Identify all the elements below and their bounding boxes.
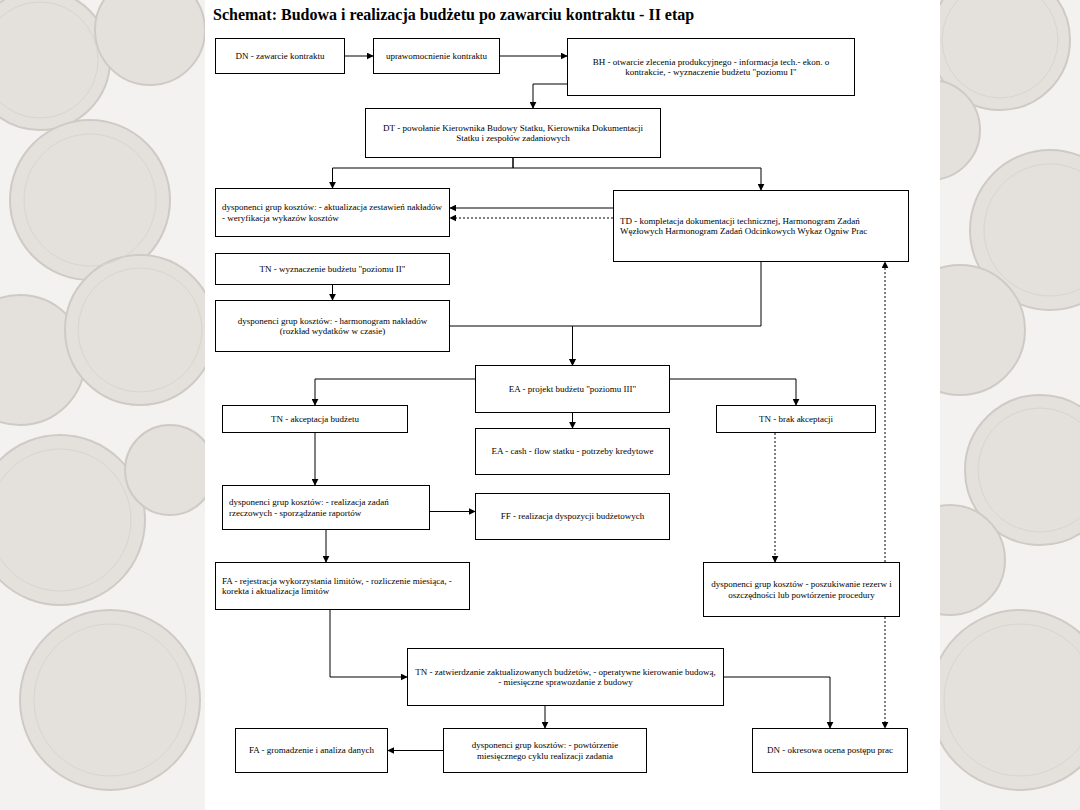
- flow-arrow: [388, 750, 443, 751]
- box-text: BH - otwarcie zlecenia produkcyjnego - i…: [574, 57, 848, 78]
- flow-arrow: [573, 262, 762, 365]
- process-box: TD - kompletacja dokumentacji techniczne…: [613, 190, 909, 262]
- flow-arrow: [330, 610, 407, 677]
- box-text: FA - gromadzenie i analiza danych: [242, 745, 381, 755]
- process-box: TN - brak akceptacji: [716, 405, 876, 433]
- dotted-flow-arrow: [450, 218, 613, 219]
- flow-arrow: [345, 56, 373, 57]
- box-text: dysponenci grup kosztów: - harmonogram n…: [222, 316, 443, 337]
- process-box: FF - realizacja dyspozycji budżetowych: [475, 493, 670, 540]
- box-text: uprawomocnienie kontraktu: [380, 51, 493, 61]
- flow-arrow: [326, 530, 327, 562]
- flow-arrow: [315, 379, 475, 405]
- flow-arrow: [430, 511, 475, 512]
- process-box: TN - zatwierdzanie zaktualizowanych budż…: [407, 648, 724, 706]
- flow-arrow: [545, 706, 546, 728]
- process-box: FA - rejestracja wykorzystania limitów, …: [215, 562, 470, 610]
- flow-arrow: [513, 158, 761, 190]
- diagram-title: Schemat: Budowa i realizacja budżetu po …: [213, 6, 694, 24]
- process-box: EA - projekt budżetu "poziomu III": [475, 365, 670, 413]
- box-text: TN - zatwierdzanie zaktualizowanych budż…: [414, 667, 717, 688]
- process-box: TN - akceptacja budżetu: [222, 405, 408, 433]
- box-text: DT - powołanie Kierownika Budowy Statku,…: [372, 123, 654, 144]
- flow-arrow: [724, 677, 830, 728]
- process-box: EA - cash - flow statku - potrzeby kredy…: [475, 428, 670, 475]
- box-text: EA - cash - flow statku - potrzeby kredy…: [482, 446, 663, 456]
- process-box: dysponenci grup kosztów: - realizacja za…: [222, 485, 430, 530]
- box-text: dysponenci grup kosztów - poszukiwanie r…: [710, 579, 893, 600]
- flow-arrow: [450, 326, 573, 365]
- process-box: dysponenci grup kosztów: - harmonogram n…: [215, 300, 450, 352]
- dotted-flow-arrow: [885, 262, 886, 562]
- process-box: DT - powołanie Kierownika Budowy Statku,…: [365, 108, 661, 158]
- process-box: DN - zawarcie kontraktu: [215, 38, 345, 74]
- box-text: DN - zawarcie kontraktu: [222, 51, 338, 61]
- box-text: DN - okresowa ocena postępu prac: [759, 745, 901, 755]
- process-box: TN - wyznaczenie budżetu "poziomu II": [215, 253, 450, 285]
- flow-arrow: [670, 379, 796, 405]
- box-text: dysponenci grup kosztów: - realizacja za…: [229, 497, 423, 518]
- process-box: dysponenci grup kosztów - poszukiwanie r…: [703, 562, 900, 617]
- flow-arrow: [500, 56, 567, 57]
- flow-arrow: [332, 285, 333, 300]
- box-text: TN - brak akceptacji: [723, 414, 869, 424]
- box-text: FA - rejestracja wykorzystania limitów, …: [222, 576, 463, 597]
- process-box: dysponenci grup kosztów: - aktualizacja …: [215, 188, 450, 237]
- flow-arrow: [572, 413, 573, 428]
- process-box: BH - otwarcie zlecenia produkcyjnego - i…: [567, 38, 855, 96]
- box-text: TD - kompletacja dokumentacji techniczne…: [620, 216, 902, 237]
- box-text: dysponenci grup kosztów: - powtórzenie m…: [450, 740, 640, 761]
- flow-arrow: [533, 84, 567, 108]
- process-box: dysponenci grup kosztów: - powtórzenie m…: [443, 728, 647, 773]
- box-text: TN - akceptacja budżetu: [229, 414, 401, 424]
- process-box: FA - gromadzenie i analiza danych: [235, 728, 388, 773]
- box-text: FF - realizacja dyspozycji budżetowych: [482, 511, 663, 521]
- flow-arrow: [333, 158, 514, 188]
- box-text: EA - projekt budżetu "poziomu III": [482, 384, 663, 394]
- box-text: dysponenci grup kosztów: - aktualizacja …: [222, 202, 443, 223]
- dotted-flow-arrow: [885, 617, 886, 728]
- flow-arrow: [450, 208, 613, 209]
- dotted-flow-arrow: [775, 433, 776, 562]
- box-text: TN - wyznaczenie budżetu "poziomu II": [222, 264, 443, 274]
- process-box: uprawomocnienie kontraktu: [373, 38, 500, 74]
- process-box: DN - okresowa ocena postępu prac: [752, 728, 908, 773]
- flow-arrow: [315, 433, 316, 485]
